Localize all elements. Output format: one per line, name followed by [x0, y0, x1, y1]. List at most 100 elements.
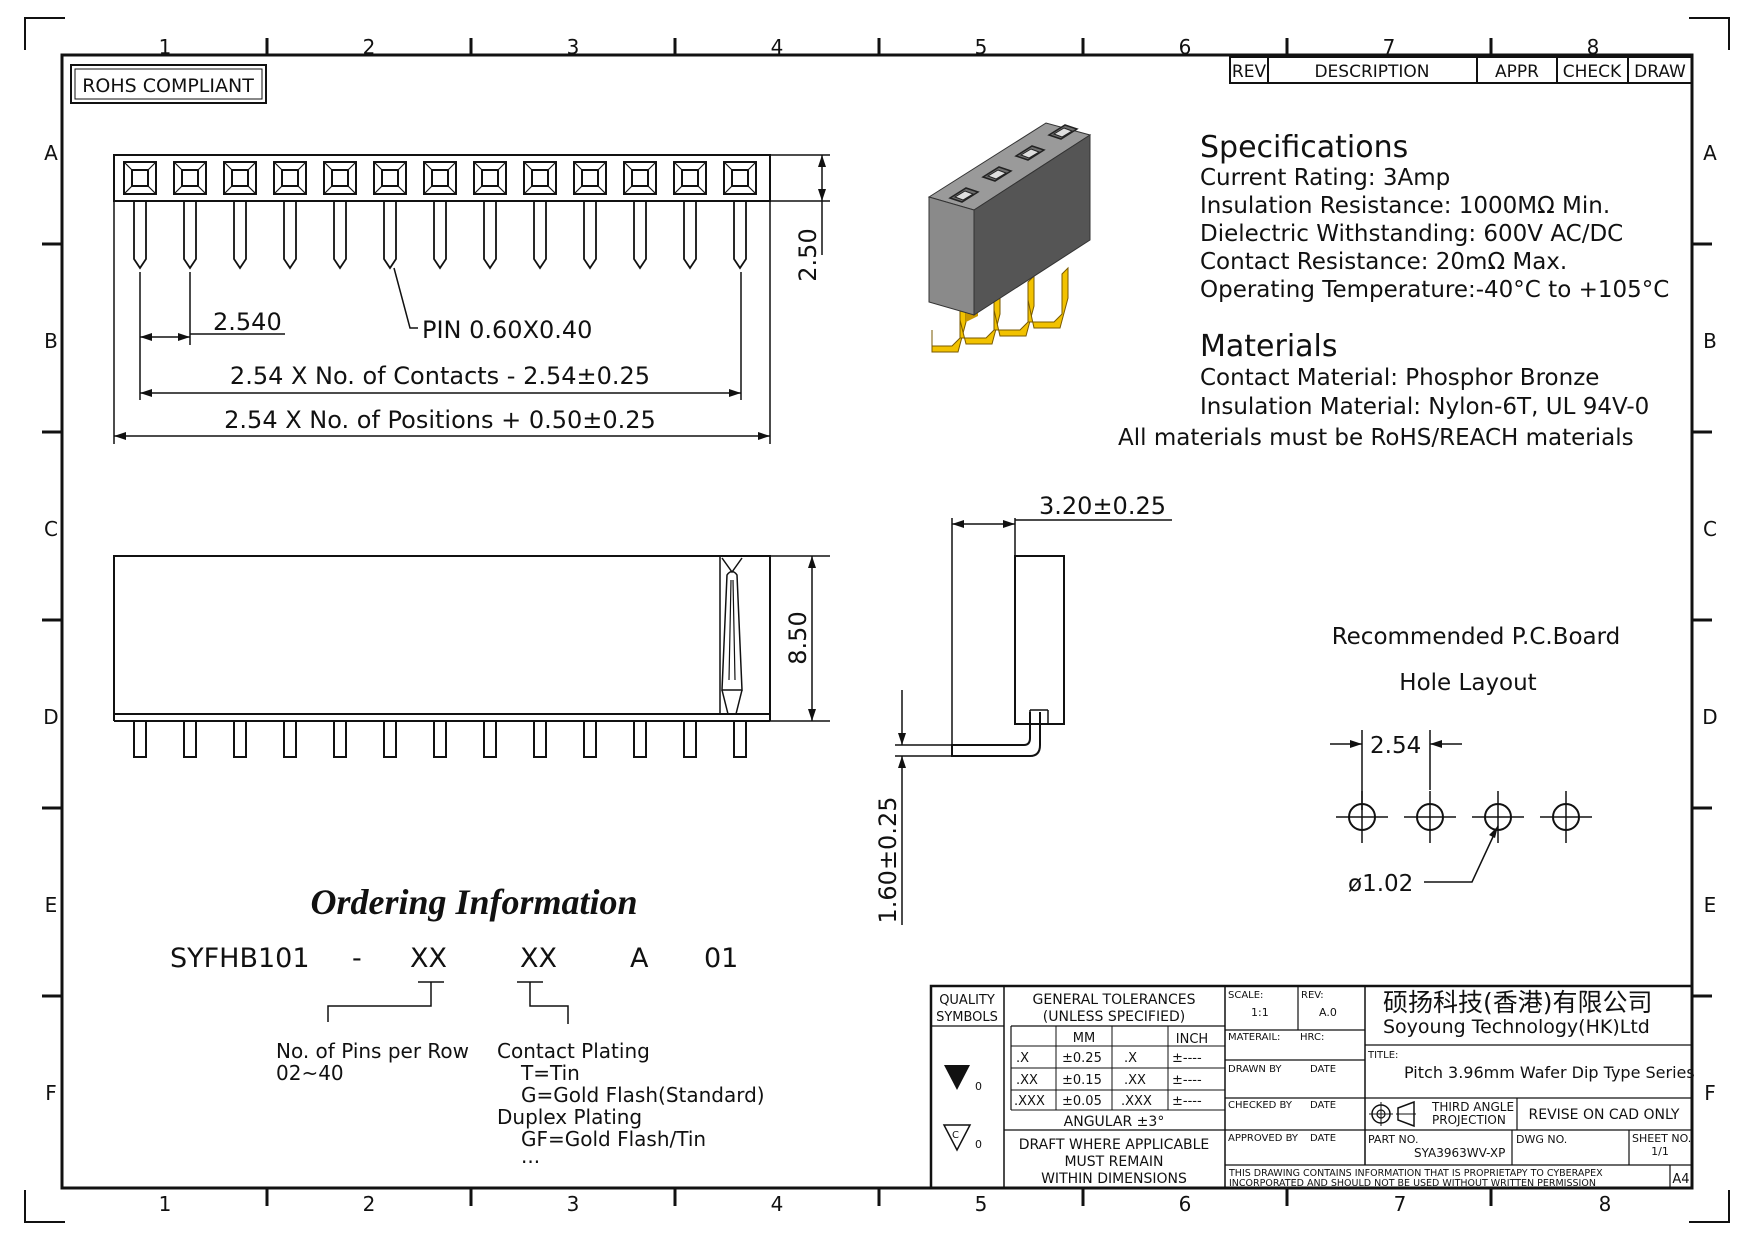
rev-header: REV [1232, 62, 1267, 82]
front-view-contact-detail [719, 556, 743, 715]
tol-in-key-1: .X [1124, 1051, 1137, 1066]
top-cell-inner [531, 169, 549, 187]
tol-mm-val-1: ±0.25 [1062, 1051, 1102, 1066]
tol-mm-val-3: ±0.05 [1062, 1094, 1102, 1109]
top-view-cells [123, 161, 757, 195]
quality-symbol-c: C [952, 1130, 959, 1141]
material-contact: Contact Material: Phosphor Bronze [1200, 365, 1599, 391]
pin-size-label: PIN 0.60X0.40 [422, 316, 592, 344]
top-cell-bevel [723, 161, 757, 195]
top-cell-bevel [523, 161, 557, 195]
third-angle-projection-icon [1369, 1100, 1416, 1128]
pcb-holes [1336, 791, 1592, 843]
front-view-pins [133, 720, 747, 758]
hrc-label: HRC: [1300, 1032, 1324, 1043]
zone-row-right-c: C [1703, 517, 1717, 541]
front-view-pin [283, 720, 297, 758]
title-block: QUALITY SYMBOLS 0 C 0 GENERAL TOLERANCES… [929, 984, 1695, 1190]
top-view: 2.50 2.540 PIN 0.60X0.40 2.54 X No. of C… [113, 154, 830, 444]
top-view-pin [633, 201, 647, 270]
top-view-pin [333, 201, 347, 270]
check-header: CHECK [1563, 62, 1622, 82]
tol-mm-key-1: .X [1016, 1051, 1029, 1066]
spec-current-rating: Current Rating: 3Amp [1200, 165, 1450, 191]
positions-dim: 2.54 X No. of Positions + 0.50±0.25 [224, 406, 656, 434]
top-cell-bevel [673, 161, 707, 195]
pcb-hole-crosshair [1336, 791, 1388, 843]
zone-row-left-f: F [45, 1081, 57, 1105]
side-view-leg-dim: 1.60±0.25 [874, 797, 902, 924]
sheet-no-value: 1/1 [1651, 1145, 1669, 1158]
quality-symbol-filled [944, 1065, 970, 1090]
zone-col-top-2: 2 [363, 35, 376, 59]
duplex-gold-tin: GF=Gold Flash/Tin [521, 1127, 706, 1151]
rohs-badge: ROHS COMPLIANT [70, 64, 267, 104]
company-name-cn: 硕扬科技(香港)有限公司 [1383, 988, 1653, 1017]
top-cell-outer [573, 161, 607, 195]
zone-col-bottom-5: 5 [975, 1192, 988, 1216]
pcb-title-line2: Hole Layout [1399, 670, 1536, 696]
order-code-base: SYFHB101 [170, 943, 310, 974]
zone-col-top-7: 7 [1383, 35, 1396, 59]
projection-line-1: THIRD ANGLE [1431, 1100, 1514, 1114]
part-no-value: SYA3963WV-XP [1414, 1146, 1505, 1160]
pcb-hole-crosshair [1404, 791, 1456, 843]
pcb-pitch-dim: 2.54 [1370, 733, 1421, 759]
top-cell-inner [131, 169, 149, 187]
spec-operating-temperature: Operating Temperature:-40°C to +105°C [1200, 277, 1669, 303]
top-view-height-dim: 2.50 [794, 228, 822, 281]
zone-labels: 1 2 3 4 5 6 7 8 1 2 3 4 5 6 7 8 A B C D … [43, 35, 1717, 1216]
order-code-suffix-01: 01 [704, 943, 738, 974]
proprietary-notice-1: THIS DRAWING CONTAINS INFORMATION THAT I… [1228, 1168, 1603, 1179]
sheet-no-label: SHEET NO. [1632, 1132, 1691, 1145]
order-code-suffix-a: A [630, 943, 649, 974]
front-view-body [113, 555, 771, 715]
tol-mm-key-3: .XXX [1014, 1094, 1045, 1109]
zone-col-top-1: 1 [159, 35, 172, 59]
description-header: DESCRIPTION [1314, 62, 1429, 82]
rev-label: REV: [1301, 990, 1324, 1001]
top-cell-bevel [323, 161, 357, 195]
tol-heading-2: (UNLESS SPECIFIED) [1043, 1009, 1185, 1025]
scale-label: SCALE: [1228, 990, 1263, 1001]
side-view-body [1014, 555, 1065, 725]
drawn-by-label: DRAWN BY [1228, 1064, 1282, 1075]
pcb-hole-layout: Recommended P.C.Board Hole Layout 2.54 ø… [1330, 624, 1620, 897]
sheet-size: A4 [1672, 1172, 1689, 1187]
zone-col-top-8: 8 [1587, 35, 1600, 59]
top-cell-outer [423, 161, 457, 195]
side-view: 3.20±0.25 1.60±0.25 [874, 492, 1172, 925]
top-view-pin [233, 201, 247, 270]
zone-col-top-6: 6 [1179, 35, 1192, 59]
front-view: 8.50 [113, 555, 830, 758]
front-view-pin [483, 720, 497, 758]
approved-date-label: DATE [1310, 1133, 1336, 1144]
company-name-en: Soyoung Technology(HK)Ltd [1383, 1016, 1650, 1038]
top-view-pin [133, 201, 147, 270]
top-cell-inner [581, 169, 599, 187]
front-view-pin [683, 720, 697, 758]
pcb-title-line1: Recommended P.C.Board [1332, 624, 1621, 650]
quality-symbol-filled-value: 0 [975, 1080, 982, 1093]
order-code-plating: XX [520, 943, 557, 974]
plating-gold: G=Gold Flash(Standard) [521, 1083, 765, 1107]
appr-header: APPR [1495, 62, 1539, 82]
pcb-hole-dim: ø1.02 [1348, 871, 1413, 897]
tol-inch-header: INCH [1176, 1032, 1208, 1047]
specifications-heading: Specifications [1200, 130, 1408, 165]
zone-row-left-b: B [44, 329, 58, 353]
duplex-more: ... [521, 1144, 540, 1168]
front-view-height-dim: 8.50 [784, 611, 812, 664]
side-view-width-dim: 3.20±0.25 [1039, 492, 1166, 520]
rohs-label: ROHS COMPLIANT [82, 75, 254, 97]
zone-row-left-e: E [45, 893, 58, 917]
zone-row-right-d: D [1702, 705, 1717, 729]
draw-header: DRAW [1634, 62, 1686, 82]
zone-row-right-b: B [1703, 329, 1717, 353]
order-code-dash: - [352, 943, 362, 974]
front-view-pin [133, 720, 147, 758]
zone-col-bottom-1: 1 [159, 1192, 172, 1216]
tol-in-val-3: ±---- [1172, 1094, 1202, 1109]
top-view-pin [183, 201, 197, 270]
